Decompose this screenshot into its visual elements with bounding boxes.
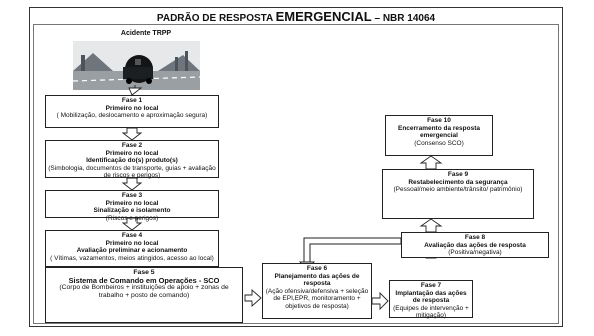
title-part-2: EMERGENCIAL xyxy=(275,9,372,24)
title-part-1: PADRÃO DE RESPOSTA xyxy=(156,13,273,24)
phase-3-number: Fase 3 xyxy=(121,192,143,199)
phase-9-box: Fase 9 Restabelecimento da segurança (Pe… xyxy=(382,169,534,219)
phase-8-title: Avaliação das ações de resposta xyxy=(424,241,526,249)
phase-3-title: Sinalização e isolamento xyxy=(93,207,171,215)
phase-3-subtitle: Primeiro no local xyxy=(105,199,159,207)
phase-8-description: (Positiva/negativa) xyxy=(448,249,502,257)
phase-6-title: Planejamento das ações de resposta xyxy=(274,272,360,288)
arrow-f0-f1 xyxy=(128,85,143,96)
scene-label: Acidente TRPP xyxy=(120,30,172,37)
accident-scene-illustration xyxy=(73,41,200,90)
phase-7-title: Implantação das ações de resposta xyxy=(395,289,467,305)
arrow-f3-f4 xyxy=(121,217,143,231)
phase-3-description: (Riscos e perigos) xyxy=(105,214,159,222)
page-title: PADRÃO DE RESPOSTA EMERGENCIAL – NBR 140… xyxy=(29,9,563,24)
phase-9-description: (Pessoal/meio ambiente/trânsito/ patrimô… xyxy=(393,186,523,194)
phase-4-number: Fase 4 xyxy=(121,232,143,239)
phase-10-number: Fase 10 xyxy=(427,117,451,124)
phase-2-number: Fase 2 xyxy=(121,142,143,149)
arrow-f8-f9 xyxy=(419,218,443,233)
phase-8-box: Fase 8 Avaliação das ações de resposta (… xyxy=(401,232,549,258)
phase-6-number: Fase 6 xyxy=(306,265,328,272)
phase-2-title: Identificação do(s) produto(s) xyxy=(86,157,178,165)
phase-1-number: Fase 1 xyxy=(121,97,143,104)
phase-3-box: Fase 3 Primeiro no local Sinalização e i… xyxy=(45,190,219,222)
phase-1-description: ( Mobilização, deslocamento e aproximaçã… xyxy=(56,112,208,120)
phase-9-number: Fase 9 xyxy=(447,171,469,178)
phase-2-description: (Simbologia, documentos de transporte, g… xyxy=(48,164,216,180)
phase-7-box: Fase 7 Implantação das ações de resposta… xyxy=(389,280,473,320)
phase-10-description: (Consenso SCO) xyxy=(414,139,464,147)
phase-2-subtitle: Primeiro no local xyxy=(105,149,159,157)
phase-7-number: Fase 7 xyxy=(420,282,442,289)
phase-6-box: Fase 6 Planejamento das ações de respost… xyxy=(262,263,372,319)
phase-5-title: Sistema de Comando em Operações - SCO xyxy=(68,275,220,285)
arrow-f5-f6 xyxy=(244,288,262,308)
phase-4-title: Avaliação preliminar e acionamento xyxy=(76,247,188,255)
phase-5-description: (Corpo de Bombeiros + instituições de ap… xyxy=(59,284,229,299)
diagram-frame xyxy=(29,7,563,327)
arrow-f6-f7 xyxy=(371,291,389,311)
phase-5-number: Fase 5 xyxy=(133,269,155,276)
phase-4-box: Fase 4 Primeiro no local Avaliação preli… xyxy=(45,230,219,267)
phase-7-description: (Equipes de intervenção + mitigação) xyxy=(393,304,469,320)
phase-1-title: Primeiro no local xyxy=(105,104,159,112)
arrow-f9-f10 xyxy=(419,155,443,170)
phase-1-box: Fase 1 Primeiro no local ( Mobilização, … xyxy=(45,95,219,128)
phase-6-description: (Ação ofensiva/defensiva + seleção de EP… xyxy=(265,287,369,310)
diagram-area xyxy=(33,24,559,324)
phase-2-box: Fase 2 Primeiro no local Identificação d… xyxy=(45,140,219,180)
title-part-3: – NBR 14064 xyxy=(374,13,436,24)
phase-10-box: Fase 10 Encerramento da resposta emergen… xyxy=(385,115,493,156)
phase-10-title: Encerramento da resposta emergencial xyxy=(397,124,480,140)
phase-4-subtitle: Primeiro no local xyxy=(105,239,159,247)
phase-4-description: ( Vítimas, vazamentos, meios atingidos, … xyxy=(50,254,214,262)
phase-9-title: Restabelecimento da segurança xyxy=(408,178,508,186)
arrow-f2-f3 xyxy=(121,177,143,191)
arrow-f1-f2 xyxy=(121,127,143,141)
phase-8-number: Fase 8 xyxy=(464,234,486,241)
phase-5-box: Fase 5 Sistema de Comando em Operações -… xyxy=(45,267,243,323)
